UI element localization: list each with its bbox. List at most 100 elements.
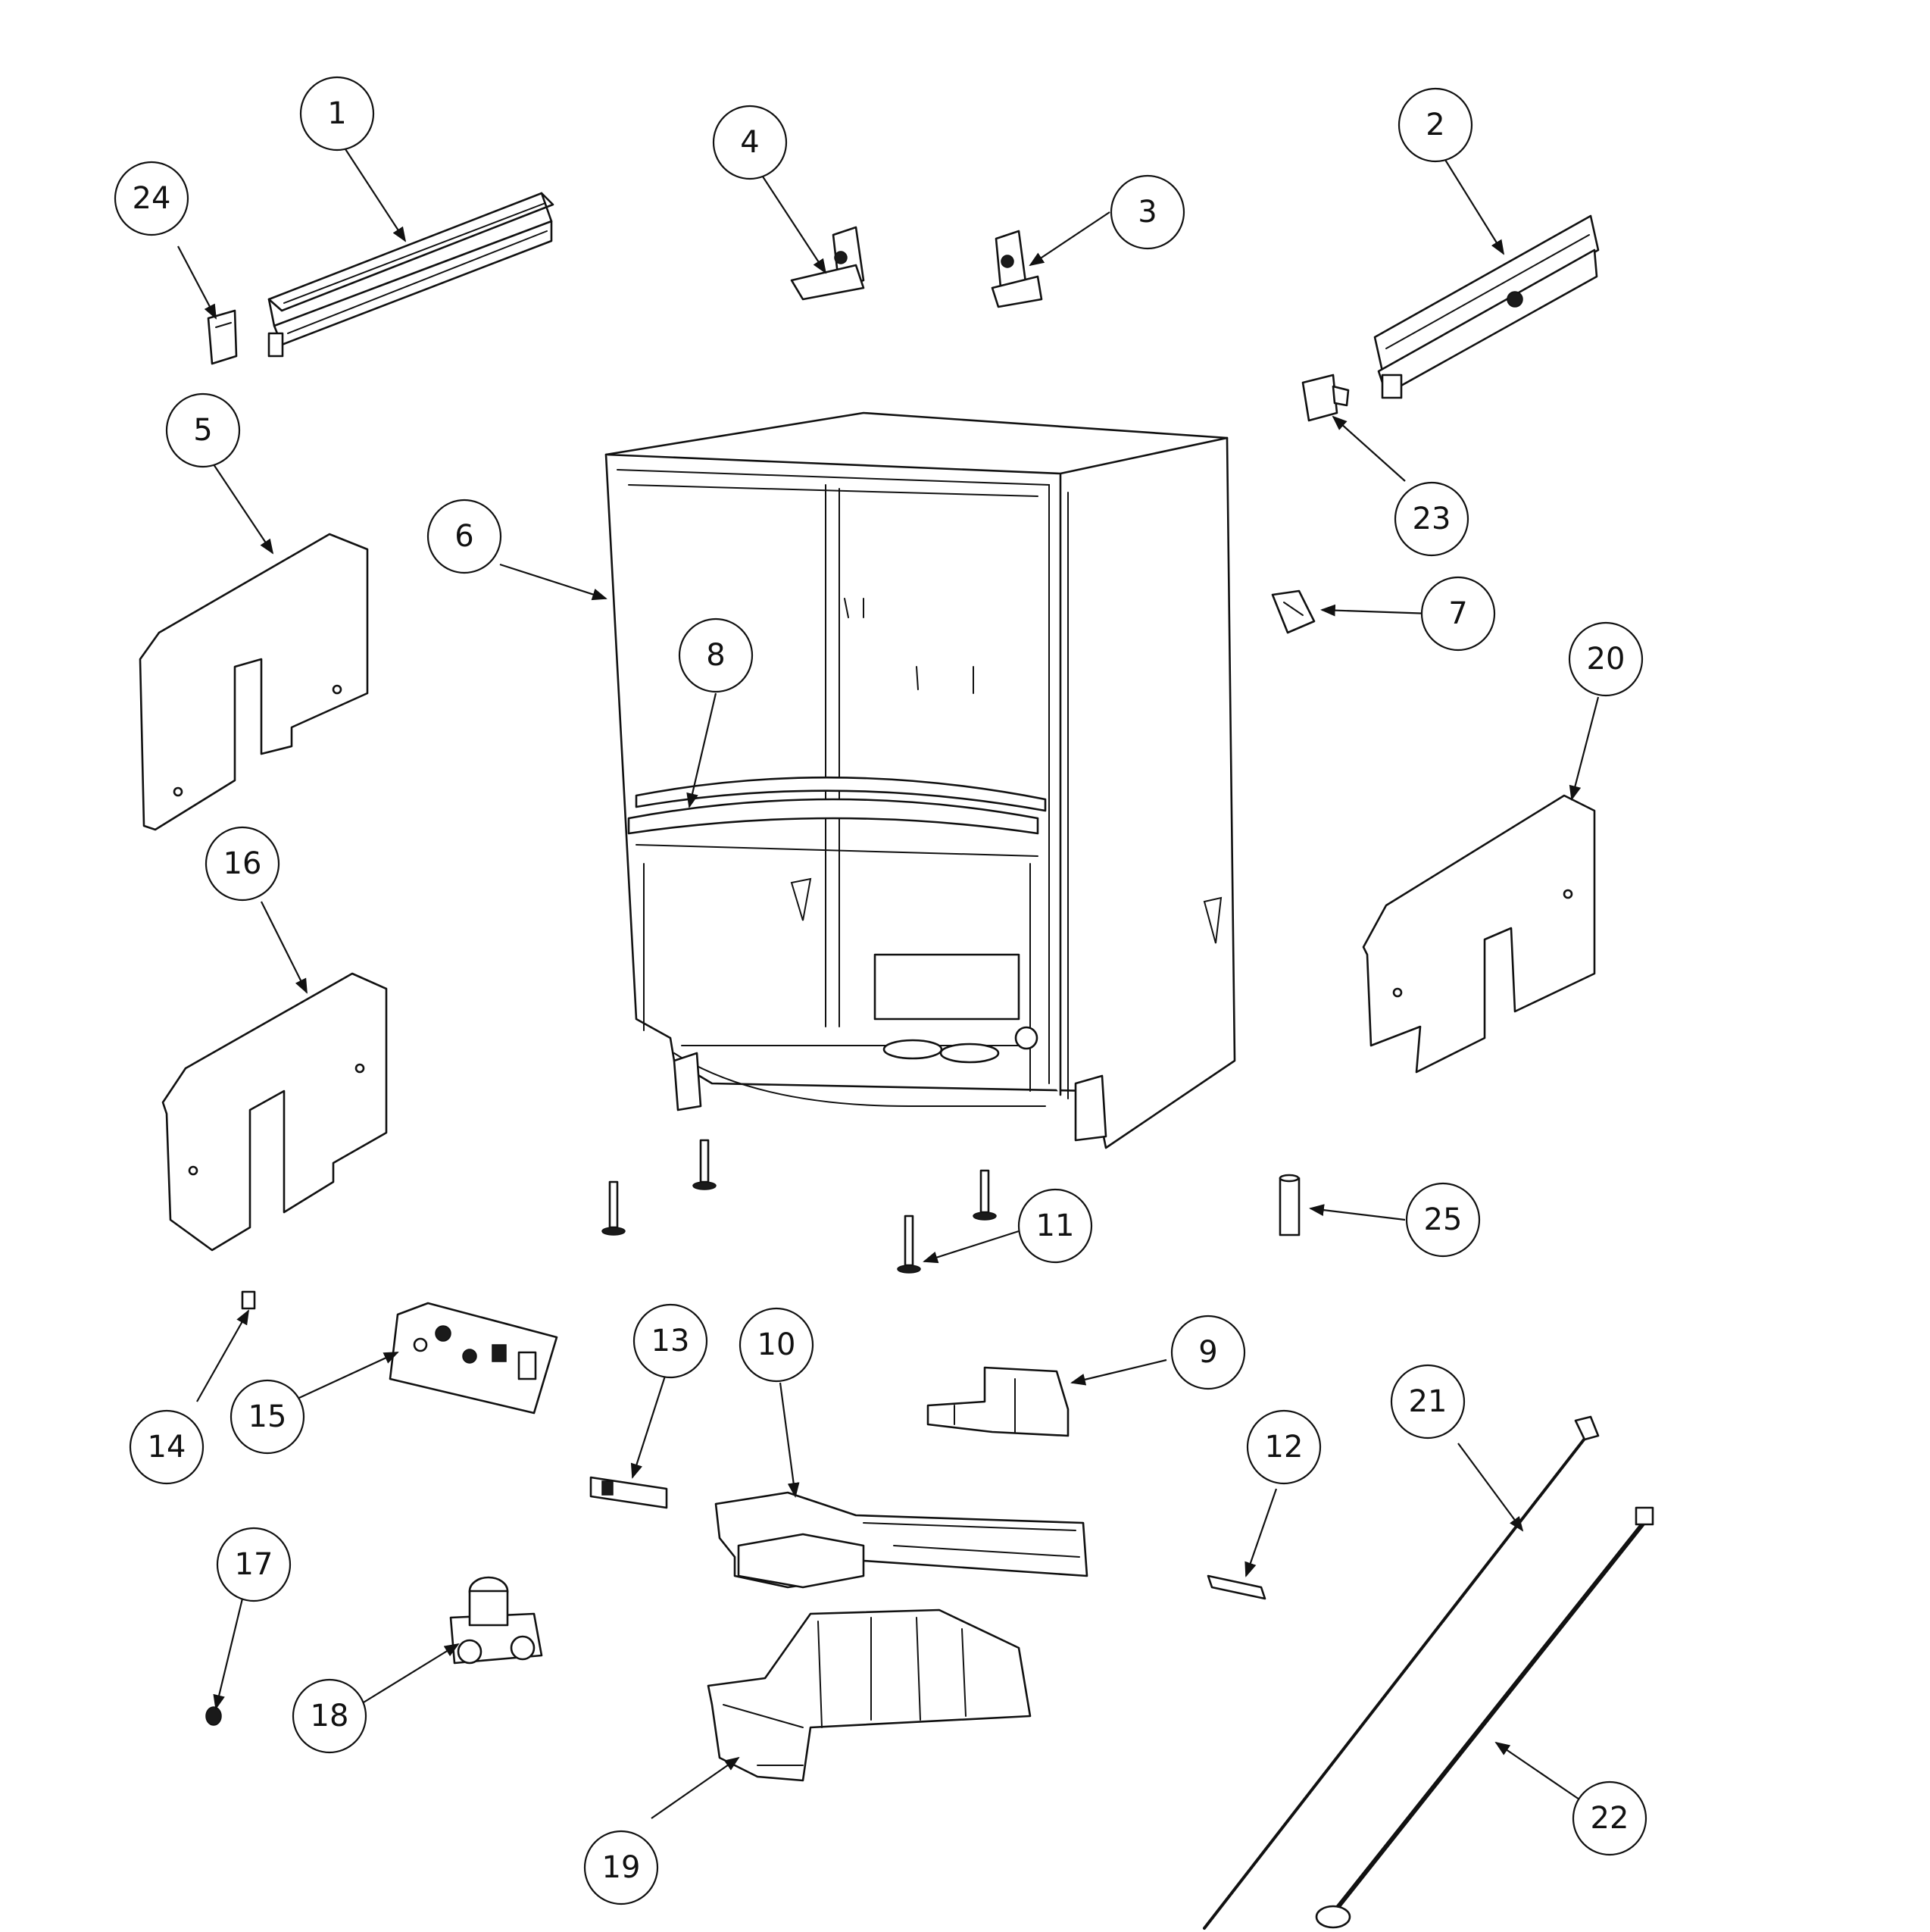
callout-13: 13	[632, 1303, 708, 1379]
callout-9: 9	[1170, 1315, 1246, 1390]
leader-4	[760, 174, 827, 274]
leader-12	[1245, 1488, 1278, 1577]
callout-label-21: 21	[1409, 1384, 1448, 1419]
callout-label-1: 1	[327, 96, 346, 131]
part-13-bracket	[589, 1476, 668, 1509]
callout-1: 1	[299, 76, 375, 152]
part-21-cable	[1203, 1415, 1600, 1930]
callout-24: 24	[114, 161, 189, 236]
leader-25	[1309, 1204, 1406, 1221]
callout-label-5: 5	[193, 413, 212, 448]
leader-1	[336, 136, 407, 242]
callout-25: 25	[1405, 1182, 1481, 1258]
callout-label-9: 9	[1198, 1335, 1217, 1370]
part-1-rail	[267, 192, 554, 358]
callout-2: 2	[1398, 87, 1473, 163]
callout-label-8: 8	[706, 638, 725, 673]
callout-6: 6	[426, 499, 502, 574]
part-9-bracket	[926, 1366, 1070, 1437]
leader-17	[213, 1598, 244, 1710]
callout-3: 3	[1110, 174, 1185, 250]
callout-label-25: 25	[1424, 1202, 1463, 1237]
callout-19: 19	[583, 1830, 659, 1905]
part-15-board	[389, 1302, 558, 1415]
part-18-valve	[449, 1576, 543, 1665]
part-25-spacer	[1279, 1174, 1301, 1236]
leader-6	[499, 563, 607, 601]
callout-label-19: 19	[602, 1850, 641, 1885]
callout-label-10: 10	[757, 1327, 796, 1362]
parts-layer	[139, 192, 1654, 1930]
callout-4: 4	[712, 105, 788, 180]
leader-10	[779, 1382, 800, 1498]
part-4-hinge	[790, 226, 865, 301]
callout-10: 10	[739, 1307, 814, 1383]
callout-label-14: 14	[148, 1430, 186, 1465]
callout-label-7: 7	[1448, 596, 1467, 631]
leader-20	[1569, 696, 1600, 801]
callout-17: 17	[216, 1527, 292, 1602]
part-22-hose	[1315, 1506, 1654, 1929]
callout-23: 23	[1394, 481, 1469, 557]
part-5-panel	[139, 533, 369, 831]
part-3-hinge	[991, 230, 1043, 308]
callout-12: 12	[1246, 1409, 1322, 1485]
callout-5: 5	[165, 392, 241, 468]
callout-label-12: 12	[1265, 1430, 1304, 1465]
part-14-fitting	[241, 1290, 256, 1310]
callout-8: 8	[678, 617, 754, 693]
callouts: 1 2 3 4 5 6 7 8 9 10 11 12 13 14 15 16 1…	[114, 76, 1647, 1905]
part-23-clip	[1301, 374, 1350, 422]
leader-18	[359, 1643, 460, 1705]
leader-23	[1332, 415, 1406, 482]
leader-11	[923, 1230, 1020, 1264]
callout-15: 15	[230, 1379, 305, 1455]
leader-8	[686, 692, 717, 808]
leader-7	[1320, 604, 1432, 617]
part-12-strip	[1207, 1574, 1266, 1600]
leader-lines	[177, 136, 1600, 1819]
callout-label-3: 3	[1138, 195, 1157, 230]
leader-14	[196, 1309, 249, 1402]
leader-22	[1494, 1741, 1580, 1800]
callout-label-17: 17	[235, 1547, 273, 1582]
callout-label-22: 22	[1591, 1801, 1629, 1836]
part-24-clip	[207, 309, 238, 365]
callout-label-13: 13	[651, 1324, 690, 1358]
callout-16: 16	[205, 826, 280, 902]
part-7-bracket	[1271, 589, 1316, 634]
part-16-panel	[161, 972, 388, 1252]
callout-label-20: 20	[1587, 642, 1626, 677]
part-8-strip	[635, 776, 1047, 812]
callout-label-23: 23	[1413, 502, 1451, 536]
callout-11: 11	[1017, 1188, 1093, 1264]
callout-label-11: 11	[1036, 1208, 1075, 1243]
part-10-sump	[714, 1491, 1088, 1589]
callout-label-2: 2	[1426, 108, 1444, 142]
callout-label-24: 24	[133, 181, 171, 216]
callout-label-6: 6	[454, 519, 473, 554]
leader-13	[630, 1371, 668, 1479]
callout-label-15: 15	[248, 1399, 287, 1434]
callout-22: 22	[1572, 1780, 1647, 1856]
leader-5	[211, 461, 274, 555]
callout-label-16: 16	[223, 846, 262, 881]
leader-19	[651, 1756, 740, 1819]
callout-21: 21	[1390, 1364, 1466, 1440]
leader-16	[261, 901, 308, 994]
part-17-plug	[205, 1706, 222, 1726]
leader-2	[1435, 143, 1505, 255]
part-2-rail	[1373, 214, 1600, 399]
callout-7: 7	[1420, 576, 1496, 652]
callout-18: 18	[292, 1678, 367, 1754]
part-19-base	[707, 1608, 1032, 1782]
leader-3	[1029, 211, 1110, 267]
callout-20: 20	[1568, 621, 1644, 697]
leader-9	[1070, 1358, 1167, 1386]
leader-15	[298, 1352, 399, 1399]
part-20-panel	[1362, 794, 1596, 1074]
leader-24	[177, 245, 217, 320]
part-6-tub	[604, 411, 1236, 1149]
